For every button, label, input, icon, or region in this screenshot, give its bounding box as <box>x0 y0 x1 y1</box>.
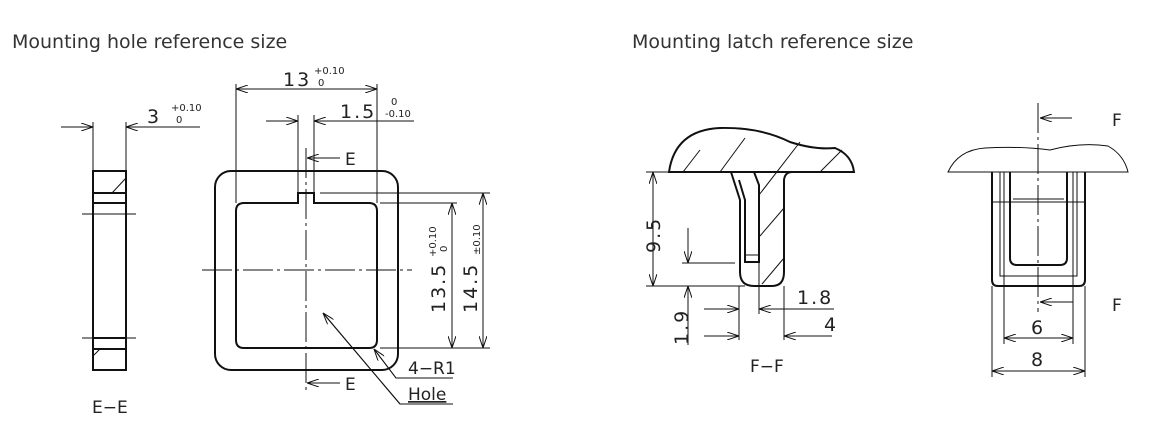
outer-height-tolerance: ±0.10 <box>472 224 483 255</box>
outer-width-dimension: 8 <box>1031 349 1045 371</box>
radius-note: 4−R1 <box>408 359 456 379</box>
height-dimension: 9.5 <box>643 217 665 253</box>
section-marker-top: E <box>345 150 356 170</box>
section-marker-f-bottom: F <box>1112 296 1122 316</box>
notch-tolerance-upper: 0 <box>391 97 397 108</box>
inner-height-tolerance-upper: +0.10 <box>428 226 439 257</box>
right-panel-title: Mounting latch reference size <box>632 31 913 53</box>
outer-height-dimension: 14.5 <box>460 263 482 313</box>
hole-note: Hole <box>408 385 446 405</box>
width-tolerance-lower: 0 <box>318 78 324 89</box>
thickness-dimension: 3 <box>147 106 161 128</box>
latch-front-view <box>947 103 1129 377</box>
latch-dimension: 1.8 <box>797 287 833 309</box>
notch-dimension: 1.5 <box>340 101 376 123</box>
thickness-tolerance-upper: +0.10 <box>171 103 202 114</box>
latch-section-view <box>646 126 856 345</box>
section-f-f-label: F−F <box>750 357 784 377</box>
section-marker-f-top: F <box>1112 111 1122 131</box>
width-tolerance-upper: +0.10 <box>314 66 345 77</box>
tip-dimension: 1.9 <box>671 309 693 345</box>
inner-width-dimension: 6 <box>1031 317 1045 339</box>
left-panel-title: Mounting hole reference size <box>12 31 287 53</box>
notch-tolerance-lower: -0.10 <box>385 109 411 120</box>
section-e-e-view <box>61 122 200 371</box>
section-e-e-label: E−E <box>92 398 128 418</box>
width-dimension: 13 <box>283 69 311 91</box>
inner-height-dimension: 13.5 <box>428 263 450 313</box>
inner-height-tolerance-lower: 0 <box>439 246 450 252</box>
stem-dimension: 4 <box>824 314 838 336</box>
mounting-hole-view <box>202 84 490 405</box>
section-marker-bottom: E <box>345 375 356 395</box>
thickness-tolerance-lower: 0 <box>176 115 182 126</box>
